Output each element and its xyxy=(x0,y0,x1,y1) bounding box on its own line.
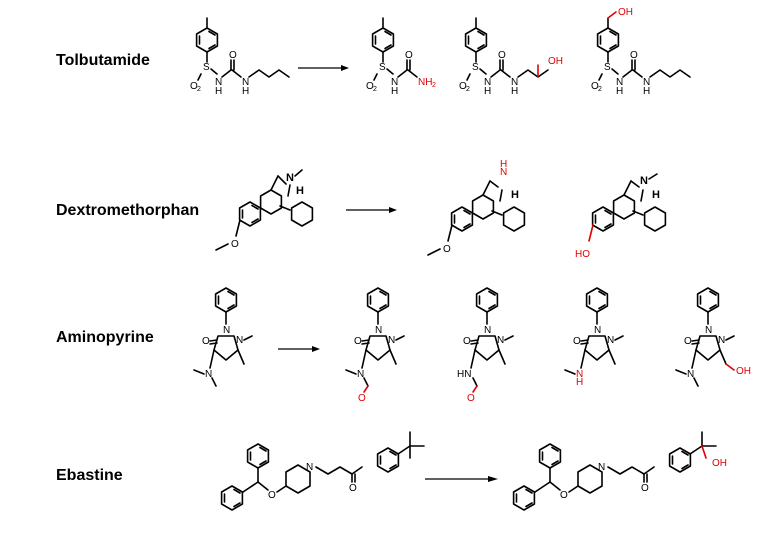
svg-text:OH: OH xyxy=(618,7,633,18)
aminopyrine-structure: N N O N xyxy=(193,287,253,387)
svg-text:O: O xyxy=(560,490,568,501)
svg-text:N: N xyxy=(215,77,222,88)
svg-text:O: O xyxy=(268,490,276,501)
svg-text:N: N xyxy=(705,325,712,336)
svg-text:O: O xyxy=(467,393,475,404)
dextromethorphan-metabolite-2: N H HO xyxy=(575,173,667,260)
svg-text:N: N xyxy=(223,325,230,336)
svg-text:H: H xyxy=(242,86,249,97)
svg-text:N: N xyxy=(643,77,650,88)
svg-text:H: H xyxy=(652,189,660,201)
reaction-arrow-ebastine xyxy=(425,476,498,482)
svg-text:N: N xyxy=(484,325,491,336)
svg-text:H: H xyxy=(484,86,491,97)
svg-text:N: N xyxy=(388,335,395,346)
svg-text:N: N xyxy=(511,77,518,88)
svg-text:H: H xyxy=(500,159,507,170)
svg-text:H: H xyxy=(511,86,518,97)
svg-text:H: H xyxy=(616,86,623,97)
aminopyrine-metabolite-2: N N O HN O xyxy=(457,287,514,404)
svg-text:O: O xyxy=(443,244,451,255)
drug-name-tolbutamide: Tolbutamide xyxy=(56,52,150,69)
drug-name-ebastine: Ebastine xyxy=(56,467,123,484)
svg-text:HO: HO xyxy=(575,249,590,260)
svg-text:H: H xyxy=(391,86,398,97)
svg-text:N: N xyxy=(616,77,623,88)
svg-text:OH: OH xyxy=(548,56,563,67)
svg-text:N: N xyxy=(607,335,614,346)
svg-text:2: 2 xyxy=(197,86,201,93)
ebastine-metabolite-1: O N O OH xyxy=(512,431,727,511)
svg-text:HN: HN xyxy=(457,369,471,380)
aminopyrine-metabolite-3: N N O N H xyxy=(564,287,624,388)
svg-text:O: O xyxy=(591,81,599,92)
svg-text:N: N xyxy=(242,77,249,88)
svg-text:H: H xyxy=(643,86,650,97)
svg-text:2: 2 xyxy=(466,86,470,93)
svg-text:N: N xyxy=(286,172,294,184)
svg-text:N: N xyxy=(576,369,583,380)
svg-text:O: O xyxy=(573,336,581,347)
drug-name-dextromethorphan: Dextromethorphan xyxy=(56,202,199,219)
svg-text:H: H xyxy=(296,185,304,197)
svg-text:N: N xyxy=(640,175,648,187)
svg-text:O: O xyxy=(229,50,237,61)
drug-name-aminopyrine: Aminopyrine xyxy=(56,329,154,346)
svg-text:H: H xyxy=(576,377,583,388)
svg-text:2: 2 xyxy=(373,86,377,93)
svg-text:2: 2 xyxy=(598,86,602,93)
svg-text:N: N xyxy=(497,335,504,346)
svg-text:H: H xyxy=(215,86,222,97)
svg-text:N: N xyxy=(484,77,491,88)
svg-text:N: N xyxy=(205,369,212,380)
reaction-arrow-dextromethorphan xyxy=(346,207,397,213)
svg-text:NH: NH xyxy=(418,77,432,88)
svg-text:O: O xyxy=(405,50,413,61)
aminopyrine-metabolite-1: N N O N O xyxy=(345,287,405,404)
svg-text:O: O xyxy=(354,336,362,347)
svg-text:N: N xyxy=(500,167,507,178)
dextromethorphan-structure: N H O xyxy=(215,169,314,251)
svg-text:N: N xyxy=(718,335,725,346)
svg-text:N: N xyxy=(236,335,243,346)
svg-text:O: O xyxy=(190,81,198,92)
svg-text:2: 2 xyxy=(432,82,436,89)
svg-text:OH: OH xyxy=(736,366,751,377)
svg-text:O: O xyxy=(349,483,357,494)
svg-text:O: O xyxy=(459,81,467,92)
svg-text:O: O xyxy=(684,336,692,347)
svg-text:O: O xyxy=(202,336,210,347)
svg-text:N: N xyxy=(391,77,398,88)
svg-text:O: O xyxy=(358,393,366,404)
aminopyrine-metabolite-4: N N O OH N xyxy=(675,287,751,387)
svg-text:O: O xyxy=(366,81,374,92)
svg-text:N: N xyxy=(687,369,694,380)
svg-text:S: S xyxy=(379,62,386,73)
svg-text:N: N xyxy=(598,462,605,473)
svg-text:N: N xyxy=(357,369,364,380)
ebastine-structure: O N O xyxy=(220,431,425,511)
svg-text:O: O xyxy=(641,483,649,494)
svg-text:S: S xyxy=(203,62,210,73)
svg-text:O: O xyxy=(630,50,638,61)
svg-text:H: H xyxy=(511,189,519,201)
reaction-arrow-aminopyrine xyxy=(278,346,320,352)
svg-text:S: S xyxy=(604,62,611,73)
svg-text:O: O xyxy=(463,336,471,347)
svg-text:OH: OH xyxy=(712,458,727,469)
svg-text:N: N xyxy=(306,462,313,473)
svg-text:O: O xyxy=(231,239,239,250)
svg-text:O: O xyxy=(498,50,506,61)
reaction-arrow-tolbutamide xyxy=(298,65,349,71)
svg-text:S: S xyxy=(472,62,479,73)
dextromethorphan-metabolite-1: N H H O xyxy=(427,159,526,256)
svg-text:N: N xyxy=(375,325,382,336)
svg-text:N: N xyxy=(594,325,601,336)
